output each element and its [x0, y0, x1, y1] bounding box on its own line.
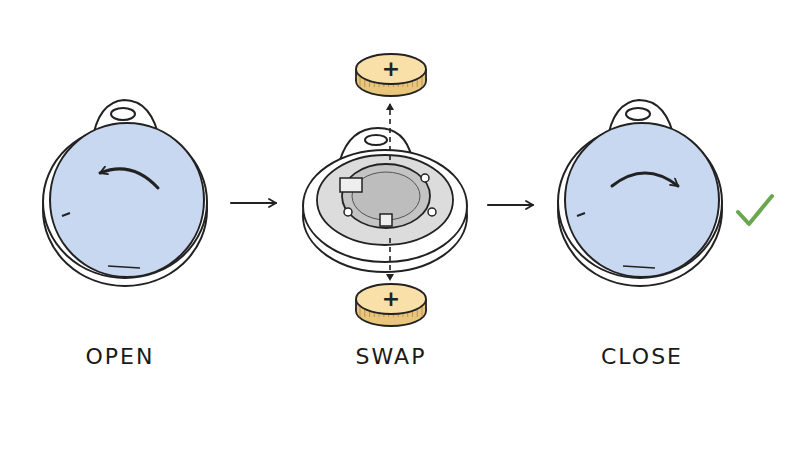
check-mark [738, 196, 772, 224]
battery-coin: + [354, 52, 428, 98]
step-label: SWAP [311, 344, 471, 369]
step-label: CLOSE [562, 344, 722, 369]
flow-arrow [488, 204, 533, 206]
tracker-tray [303, 128, 467, 272]
tracker-open [43, 100, 207, 286]
insert-arrow [389, 238, 391, 280]
tracker-close [558, 100, 722, 286]
battery-coin: + [354, 282, 428, 328]
polarity-sign: + [354, 284, 428, 314]
flow-arrow [231, 202, 276, 204]
lift-arrow [389, 104, 391, 160]
polarity-sign: + [354, 54, 428, 84]
step-label: OPEN [40, 344, 200, 369]
